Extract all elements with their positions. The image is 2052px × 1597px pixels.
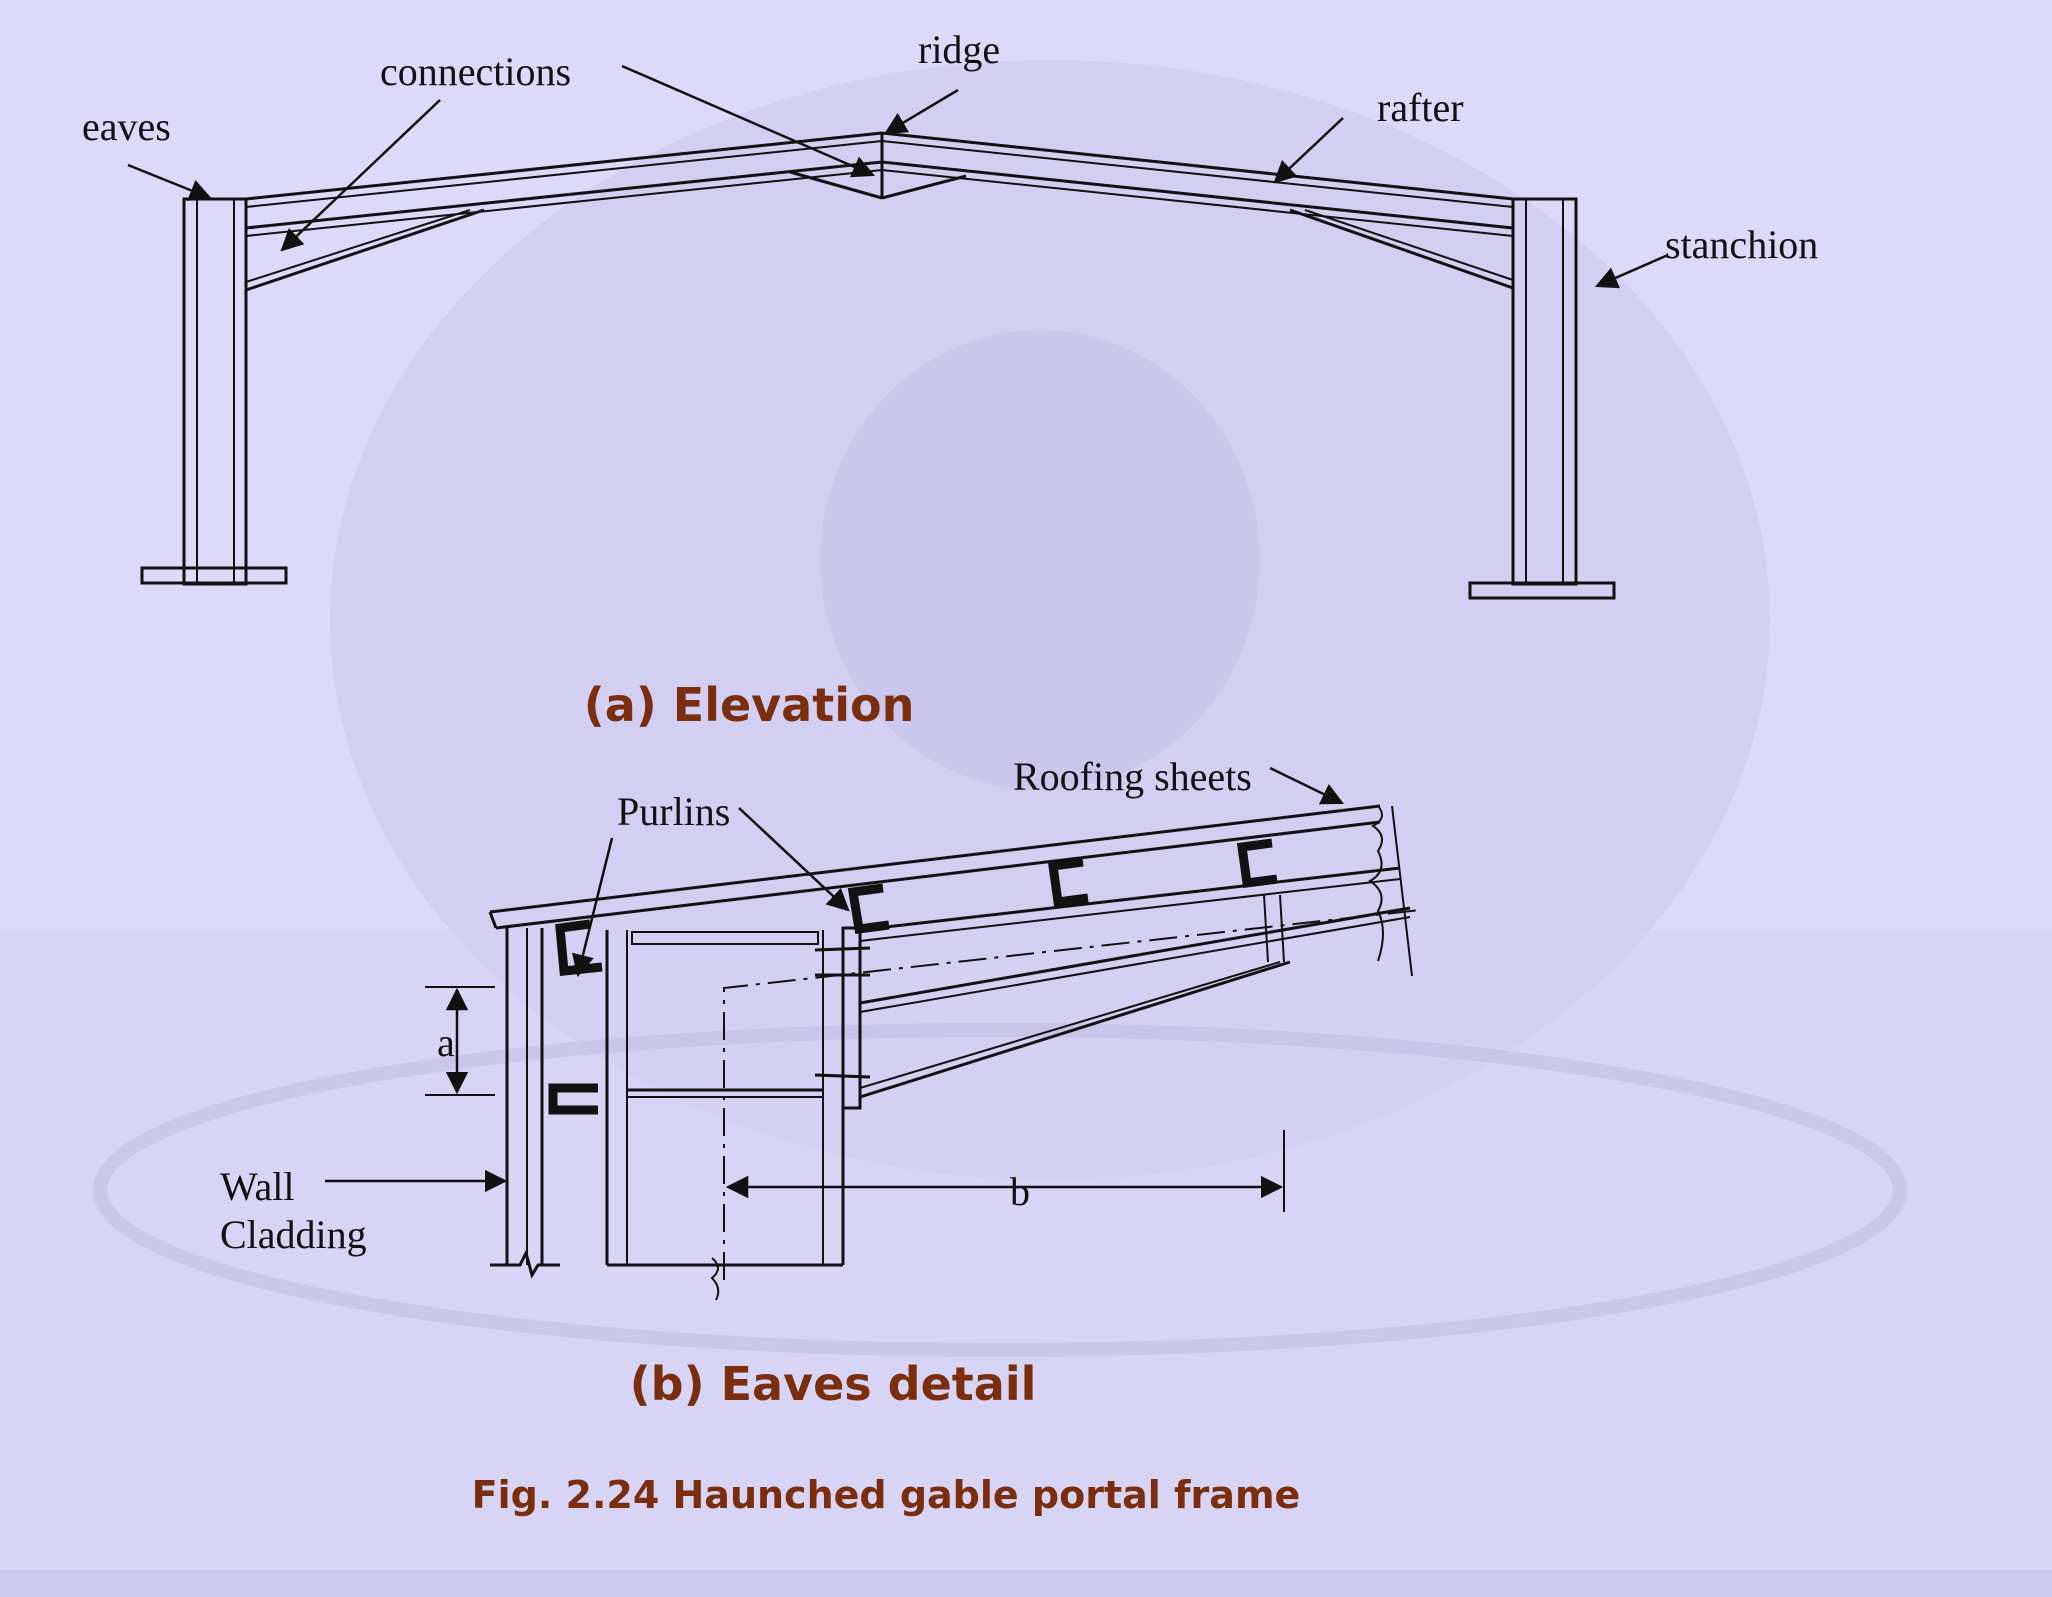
left-rafter xyxy=(245,131,883,292)
centre-line xyxy=(723,909,1421,1280)
dimension-b: b xyxy=(725,1130,1285,1214)
eaves-detail-drawing: a b xyxy=(425,804,1421,1301)
caption-eaves-detail: (b) Eaves detail xyxy=(630,1357,1037,1411)
arrow-rafter xyxy=(1273,117,1344,184)
wall-cladding xyxy=(490,928,560,1279)
label-cladding: Cladding xyxy=(220,1212,367,1257)
arrow-stanchion xyxy=(1594,253,1669,289)
label-dim-a: a xyxy=(437,1020,455,1065)
arrow-purlins-left xyxy=(571,837,614,978)
purlin-2 xyxy=(847,883,890,935)
label-rafter: rafter xyxy=(1377,85,1464,130)
eaves-detail-labels: Roofing sheets Purlins Wall Cladding xyxy=(220,754,1345,1257)
purlins xyxy=(548,838,1278,1115)
arrow-connections-left xyxy=(280,99,441,252)
right-rafter xyxy=(881,131,1514,290)
arrow-connections-right xyxy=(621,64,876,178)
label-purlins: Purlins xyxy=(617,789,730,834)
label-stanchion: stanchion xyxy=(1665,222,1818,267)
detail-rafter xyxy=(859,805,1413,1099)
arrow-ridge xyxy=(884,88,959,135)
purlin-3 xyxy=(1047,857,1089,908)
ridge-connection xyxy=(789,133,967,200)
roofing-sheets xyxy=(488,804,1381,930)
left-base-plate xyxy=(140,566,288,585)
left-stanchion xyxy=(140,197,288,586)
right-base-plate xyxy=(1468,581,1616,600)
caption-elevation: (a) Elevation xyxy=(584,678,915,732)
arrow-eaves xyxy=(127,163,213,201)
arrow-roofing-sheets xyxy=(1269,766,1345,805)
label-connections: connections xyxy=(380,49,571,94)
label-roofing-sheets: Roofing sheets xyxy=(1013,754,1252,799)
label-eaves: eaves xyxy=(82,104,171,149)
arrow-purlins-right xyxy=(738,807,850,912)
label-ridge: ridge xyxy=(918,27,1000,72)
label-wall: Wall xyxy=(220,1164,295,1209)
figure-caption: Fig. 2.24 Haunched gable portal frame xyxy=(472,1473,1301,1517)
purlin-4 xyxy=(1236,838,1278,889)
purlin-side-rail xyxy=(548,1083,598,1115)
dimension-a: a xyxy=(425,986,495,1096)
label-dim-b: b xyxy=(1010,1169,1030,1214)
right-stanchion xyxy=(1468,197,1616,600)
detail-stanchion xyxy=(605,926,871,1301)
elevation-labels: connections ridge eaves rafter stanchion xyxy=(82,27,1818,289)
elevation-frame xyxy=(140,131,1616,600)
